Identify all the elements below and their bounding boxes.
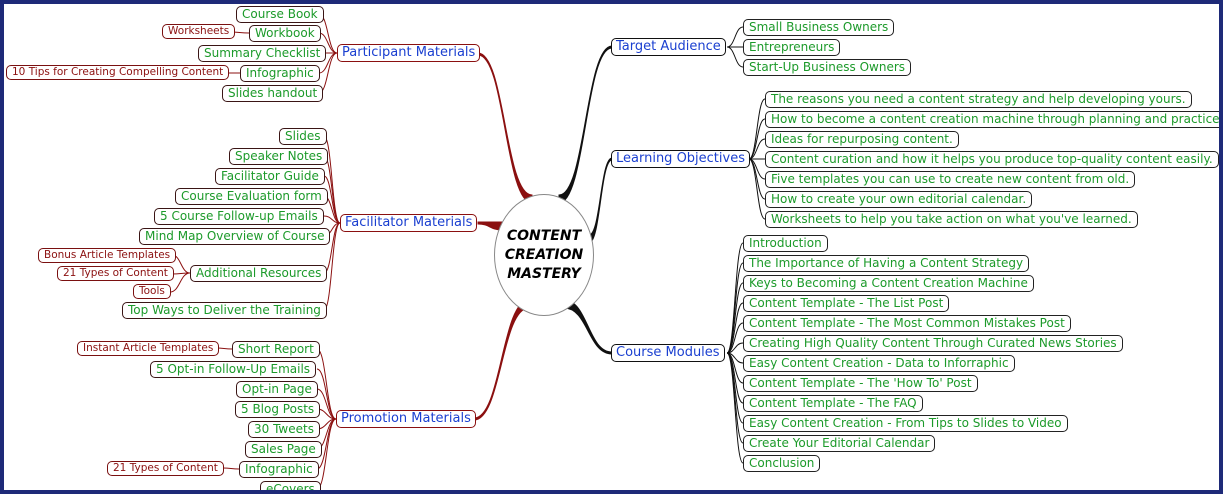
module-item[interactable]: Keys to Becoming a Content Creation Mach… [743, 275, 1034, 292]
facilitator-subitem[interactable]: Bonus Article Templates [38, 248, 177, 263]
connector-facilitator-sub [169, 272, 191, 293]
connector-modules [726, 322, 744, 354]
trunk-facilitator [477, 221, 503, 231]
connector-modules [726, 352, 744, 464]
participant-item[interactable]: Course Book [236, 6, 324, 23]
connector-target [726, 46, 744, 68]
branch-participant-materials[interactable]: Participant Materials [337, 44, 481, 62]
learning-item[interactable]: Ideas for repurposing content. [765, 131, 959, 148]
promotion-item[interactable]: 30 Tweets [248, 421, 320, 438]
central-topic-line: MASTERY [507, 265, 581, 282]
connector-promotion [316, 368, 337, 420]
central-topic-line: CONTENT [506, 227, 582, 244]
connector-learning [748, 158, 766, 220]
connector-participant [318, 32, 338, 54]
target-item[interactable]: Start-Up Business Owners [743, 59, 912, 76]
promotion-item[interactable]: eCovers [260, 481, 321, 490]
target-item[interactable]: Entrepreneurs [743, 39, 841, 56]
promotion-item[interactable]: 5 Blog Posts [235, 401, 321, 418]
connector-target [726, 26, 744, 48]
connector-promotion [316, 388, 337, 420]
promotion-subitem[interactable]: 21 Types of Content [107, 461, 224, 476]
facilitator-item[interactable]: 5 Course Follow-up Emails [154, 208, 324, 225]
module-item[interactable]: Create Your Editorial Calendar [743, 435, 936, 452]
facilitator-subitem[interactable]: Tools [133, 284, 171, 299]
connector-modules [726, 342, 744, 354]
connector-learning [748, 158, 766, 200]
learning-item[interactable]: The reasons you need a content strategy … [765, 91, 1192, 108]
facilitator-item[interactable]: Course Evaluation form [175, 188, 328, 205]
module-item[interactable]: Content Template - The Most Common Mista… [743, 315, 1071, 332]
participant-item[interactable]: Summary Checklist [198, 45, 327, 62]
branch-course-modules[interactable]: Course Modules [611, 344, 725, 362]
module-item[interactable]: Content Template - The 'How To' Post [743, 375, 978, 392]
learning-item[interactable]: Content curation and how it helps you pr… [765, 151, 1219, 168]
trunk-participant [477, 52, 533, 204]
module-item[interactable]: Conclusion [743, 455, 821, 472]
promotion-item[interactable]: Infographic [239, 461, 319, 478]
learning-item[interactable]: How to become a content creation machine… [765, 111, 1219, 128]
promotion-item[interactable]: 5 Opt-in Follow-Up Emails [150, 361, 317, 378]
facilitator-item[interactable]: Speaker Notes [229, 148, 329, 165]
facilitator-item[interactable]: Top Ways to Deliver the Training [122, 302, 327, 319]
central-topic-line: CREATION [504, 246, 584, 263]
module-item[interactable]: Content Template - The FAQ [743, 395, 923, 412]
connector-learning [748, 118, 766, 160]
connector-promotion-sub [222, 467, 240, 470]
facilitator-subitem[interactable]: 21 Types of Content [57, 266, 174, 281]
connector-learning [748, 138, 766, 160]
promotion-item[interactable]: Opt-in Page [236, 381, 318, 398]
branch-promotion-materials[interactable]: Promotion Materials [336, 410, 476, 428]
trunk-learning [588, 157, 613, 244]
central-topic[interactable]: CONTENT CREATION MASTERY [494, 194, 594, 316]
facilitator-item[interactable]: Mind Map Overview of Course [139, 228, 331, 245]
connector-facilitator [323, 175, 341, 224]
promotion-subitem[interactable]: Instant Article Templates [77, 341, 220, 356]
branch-facilitator-materials[interactable]: Facilitator Materials [340, 214, 478, 232]
trunk-modules [563, 299, 613, 355]
participant-item[interactable]: Slides handout [222, 85, 324, 102]
facilitator-item[interactable]: Slides [279, 128, 327, 145]
branch-target-audience[interactable]: Target Audience [611, 38, 726, 56]
participant-item[interactable]: Workbook [249, 25, 321, 42]
facilitator-item[interactable]: Additional Resources [190, 265, 328, 282]
module-item[interactable]: Easy Content Creation - From Tips to Sli… [743, 415, 1068, 432]
module-item[interactable]: Content Template - The List Post [743, 295, 950, 312]
target-item[interactable]: Small Business Owners [743, 19, 895, 36]
module-item[interactable]: Creating High Quality Content Through Cu… [743, 335, 1123, 352]
facilitator-item[interactable]: Facilitator Guide [215, 168, 325, 185]
branch-learning-objectives[interactable]: Learning Objectives [611, 150, 750, 168]
trunk-promotion [473, 299, 530, 421]
learning-item[interactable]: How to create your own editorial calenda… [765, 191, 1033, 208]
participant-subitem[interactable]: 10 Tips for Creating Compelling Content [6, 65, 230, 80]
participant-subitem[interactable]: Worksheets [162, 24, 236, 39]
module-item[interactable]: Introduction [743, 235, 828, 252]
learning-item[interactable]: Worksheets to help you take action on wh… [765, 211, 1138, 228]
participant-item[interactable]: Infographic [240, 65, 320, 82]
promotion-item[interactable]: Sales Page [245, 441, 322, 458]
promotion-item[interactable]: Short Report [232, 341, 320, 358]
module-item[interactable]: Easy Content Creation - Data to Inforrap… [743, 355, 1015, 372]
learning-item[interactable]: Five templates you can use to create new… [765, 171, 1136, 188]
module-item[interactable]: The Importance of Having a Content Strat… [743, 255, 1030, 272]
